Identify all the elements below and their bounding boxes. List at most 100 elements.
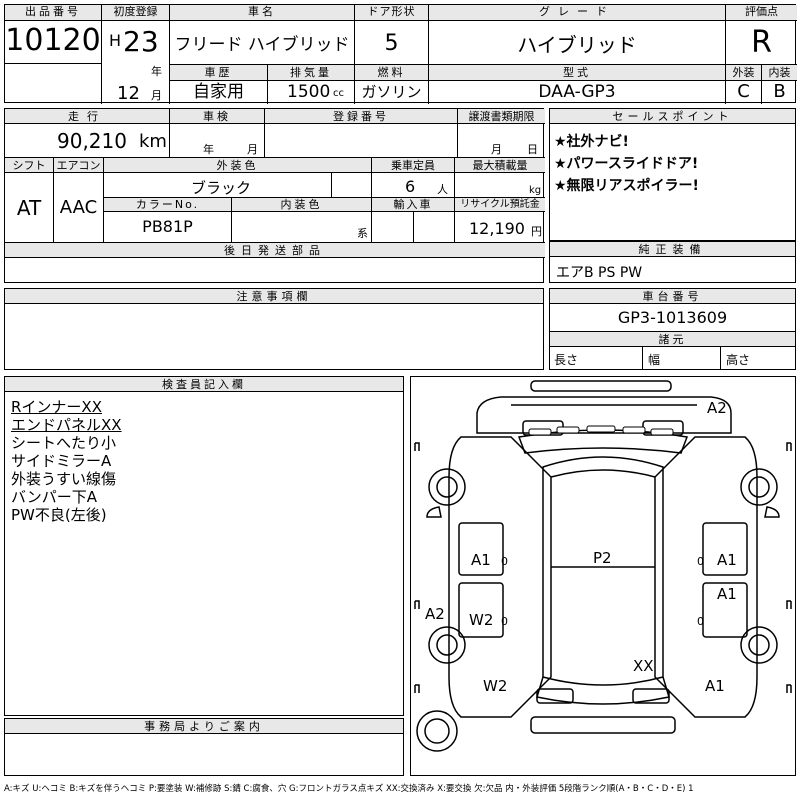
sales-point-2: ★パワースライドドア! xyxy=(554,156,699,172)
office-block: 事務局よりご案内 xyxy=(4,718,404,776)
fuel-value: ガソリン xyxy=(361,83,422,101)
mark-left-front: A1 xyxy=(471,551,491,569)
model-label: 型式 xyxy=(429,65,725,80)
lot-label: 出品番号 xyxy=(5,5,101,21)
history-value: 自家用 xyxy=(193,82,244,102)
width-label: 幅 xyxy=(648,353,661,367)
displacement-label: 排気量 xyxy=(268,65,354,80)
load-unit: kg xyxy=(529,185,542,196)
inspection-label: 車検 xyxy=(170,109,264,124)
grade-label: グレード xyxy=(428,5,725,21)
displacement-unit: cc xyxy=(333,88,344,99)
mark-right-rear: A1 xyxy=(705,677,725,695)
mark-zero-right: 0 xyxy=(697,555,704,568)
office-label: 事務局よりご案内 xyxy=(5,719,403,734)
dims-label: 諸元 xyxy=(550,332,795,347)
score-value: R xyxy=(751,25,772,60)
color-no-label: カラーNo. xyxy=(104,198,231,212)
ac-label: エアコン xyxy=(54,158,103,173)
transfer-label: 譲渡書類期限 xyxy=(458,109,545,124)
mileage-unit: km xyxy=(139,131,167,152)
legend-footer: A:キズ U:ヘコミ B:キズを伴うヘコミ P:要塗装 W:補修跡 S:錆 C:… xyxy=(4,784,694,794)
inspector-line-5: 外装うすい線傷 xyxy=(11,470,117,488)
inspector-line-1: RインナーXX xyxy=(11,398,102,416)
reg-month: 12 xyxy=(117,83,140,104)
chassis-value: GP3-1013609 xyxy=(617,308,728,327)
car-diagram: A2 A1 A1 A1 A2 W2 W2 P2 XX A1 0 0 0 0 xyxy=(414,380,792,752)
sales-label: セールスポイント xyxy=(550,109,795,124)
first-reg-label: 初度登録 xyxy=(101,5,169,21)
later-parts-label: 後日発送部品 xyxy=(5,243,545,258)
door-label: ドア形状 xyxy=(354,5,428,21)
reg-year: 23 xyxy=(123,25,159,58)
header-block: 出品番号 10120 初度登録 H 23 年 12 月 車名 フリード ハイブリ… xyxy=(4,4,797,104)
mark-front-right: A2 xyxy=(707,399,727,417)
inspector-line-4: サイドミラーA xyxy=(11,452,112,470)
height-label: 高さ xyxy=(726,353,751,367)
history-label: 車歴 xyxy=(170,65,267,80)
chassis-block: 車台番号 GP3-1013609 諸元 長さ 幅 高さ xyxy=(549,288,796,370)
fuel-label: 燃料 xyxy=(355,65,428,80)
score-label: 評価点 xyxy=(725,5,797,21)
transfer-month-unit: 月 xyxy=(491,143,502,156)
inspector-block: 検査員記入欄 RインナーXX エンドパネルXX シートへたり小 サイドミラーA … xyxy=(4,376,404,716)
load-label: 最大積載量 xyxy=(455,158,545,173)
mark-right-mid: A1 xyxy=(717,585,737,603)
ac-value: AAC xyxy=(59,197,98,218)
door-value: 5 xyxy=(384,31,399,56)
mark-zero-right2: 0 xyxy=(697,615,704,628)
reg-no-label: 登録番号 xyxy=(265,109,457,124)
mark-left-w: W2 xyxy=(469,611,493,629)
mark-zero-left2: 0 xyxy=(501,615,508,628)
mileage-label: 走行 xyxy=(5,109,169,124)
sales-point-3: ★無限リアスポイラー! xyxy=(554,178,699,194)
transfer-day-unit: 日 xyxy=(527,143,538,156)
int-color-label: 内装色 xyxy=(232,198,371,212)
mark-zero-left: 0 xyxy=(501,555,508,568)
recycle-label: リサイクル預託金 xyxy=(455,198,545,212)
exterior-value: C xyxy=(737,81,750,102)
capacity-value: 6 xyxy=(405,177,416,196)
mark-right-front: A1 xyxy=(717,551,737,569)
interior-label: 内装 xyxy=(762,65,797,80)
displacement-value: 1500 xyxy=(287,82,331,102)
exterior-label: 外装 xyxy=(726,65,761,80)
inspector-label: 検査員記入欄 xyxy=(5,377,403,392)
model-value: DAA-GP3 xyxy=(538,82,616,102)
vehicle-details-block: 走行 車検 登録番号 譲渡書類期限 90,210 km 年 月 月 日 シフト … xyxy=(4,108,545,283)
capacity-label: 乗車定員 xyxy=(372,158,454,173)
notes-block: 注意事項欄 xyxy=(4,288,544,370)
inspector-line-2: エンドパネルXX xyxy=(11,416,122,434)
mark-rear: XX xyxy=(633,657,654,675)
genuine-label: 純正装備 xyxy=(550,242,795,257)
reg-month-unit: 月 xyxy=(151,89,162,102)
chassis-label: 車台番号 xyxy=(550,289,795,304)
recycle-unit: 円 xyxy=(531,225,542,238)
sales-point-1: ★社外ナビ! xyxy=(554,134,629,150)
length-label: 長さ xyxy=(554,353,579,367)
color-no-value: PB81P xyxy=(142,217,193,236)
mark-roof: P2 xyxy=(593,549,612,567)
grade-value: ハイブリッド xyxy=(517,33,637,57)
color-value: ブラック xyxy=(191,179,252,197)
sales-point-block: セールスポイント ★社外ナビ! ★パワースライドドア! ★無限リアスポイラー! xyxy=(549,108,796,241)
reg-era: H xyxy=(109,31,122,50)
genuine-equipment-block: 純正装備 エアB PS PW xyxy=(549,241,796,283)
import-label: 輸入車 xyxy=(372,198,454,212)
int-color-unit: 系 xyxy=(357,227,368,240)
car-name: フリード ハイブリッド xyxy=(174,35,350,55)
capacity-unit: 人 xyxy=(437,183,448,196)
shift-label: シフト xyxy=(5,158,53,173)
reg-year-unit: 年 xyxy=(151,65,162,78)
inspector-line-7: PW不良(左後) xyxy=(11,506,107,524)
lot-number: 10120 xyxy=(5,23,101,58)
inspection-year-unit: 年 xyxy=(203,143,214,156)
inspector-line-3: シートへたり小 xyxy=(11,434,117,452)
car-name-label: 車名 xyxy=(169,5,354,21)
interior-value: B xyxy=(773,81,786,102)
genuine-value: エアB PS PW xyxy=(556,265,643,281)
mark-left-rear: A2 xyxy=(425,605,445,623)
notes-label: 注意事項欄 xyxy=(5,289,543,304)
inspector-line-6: バンパー下A xyxy=(11,488,98,506)
inspection-month-unit: 月 xyxy=(247,143,258,156)
